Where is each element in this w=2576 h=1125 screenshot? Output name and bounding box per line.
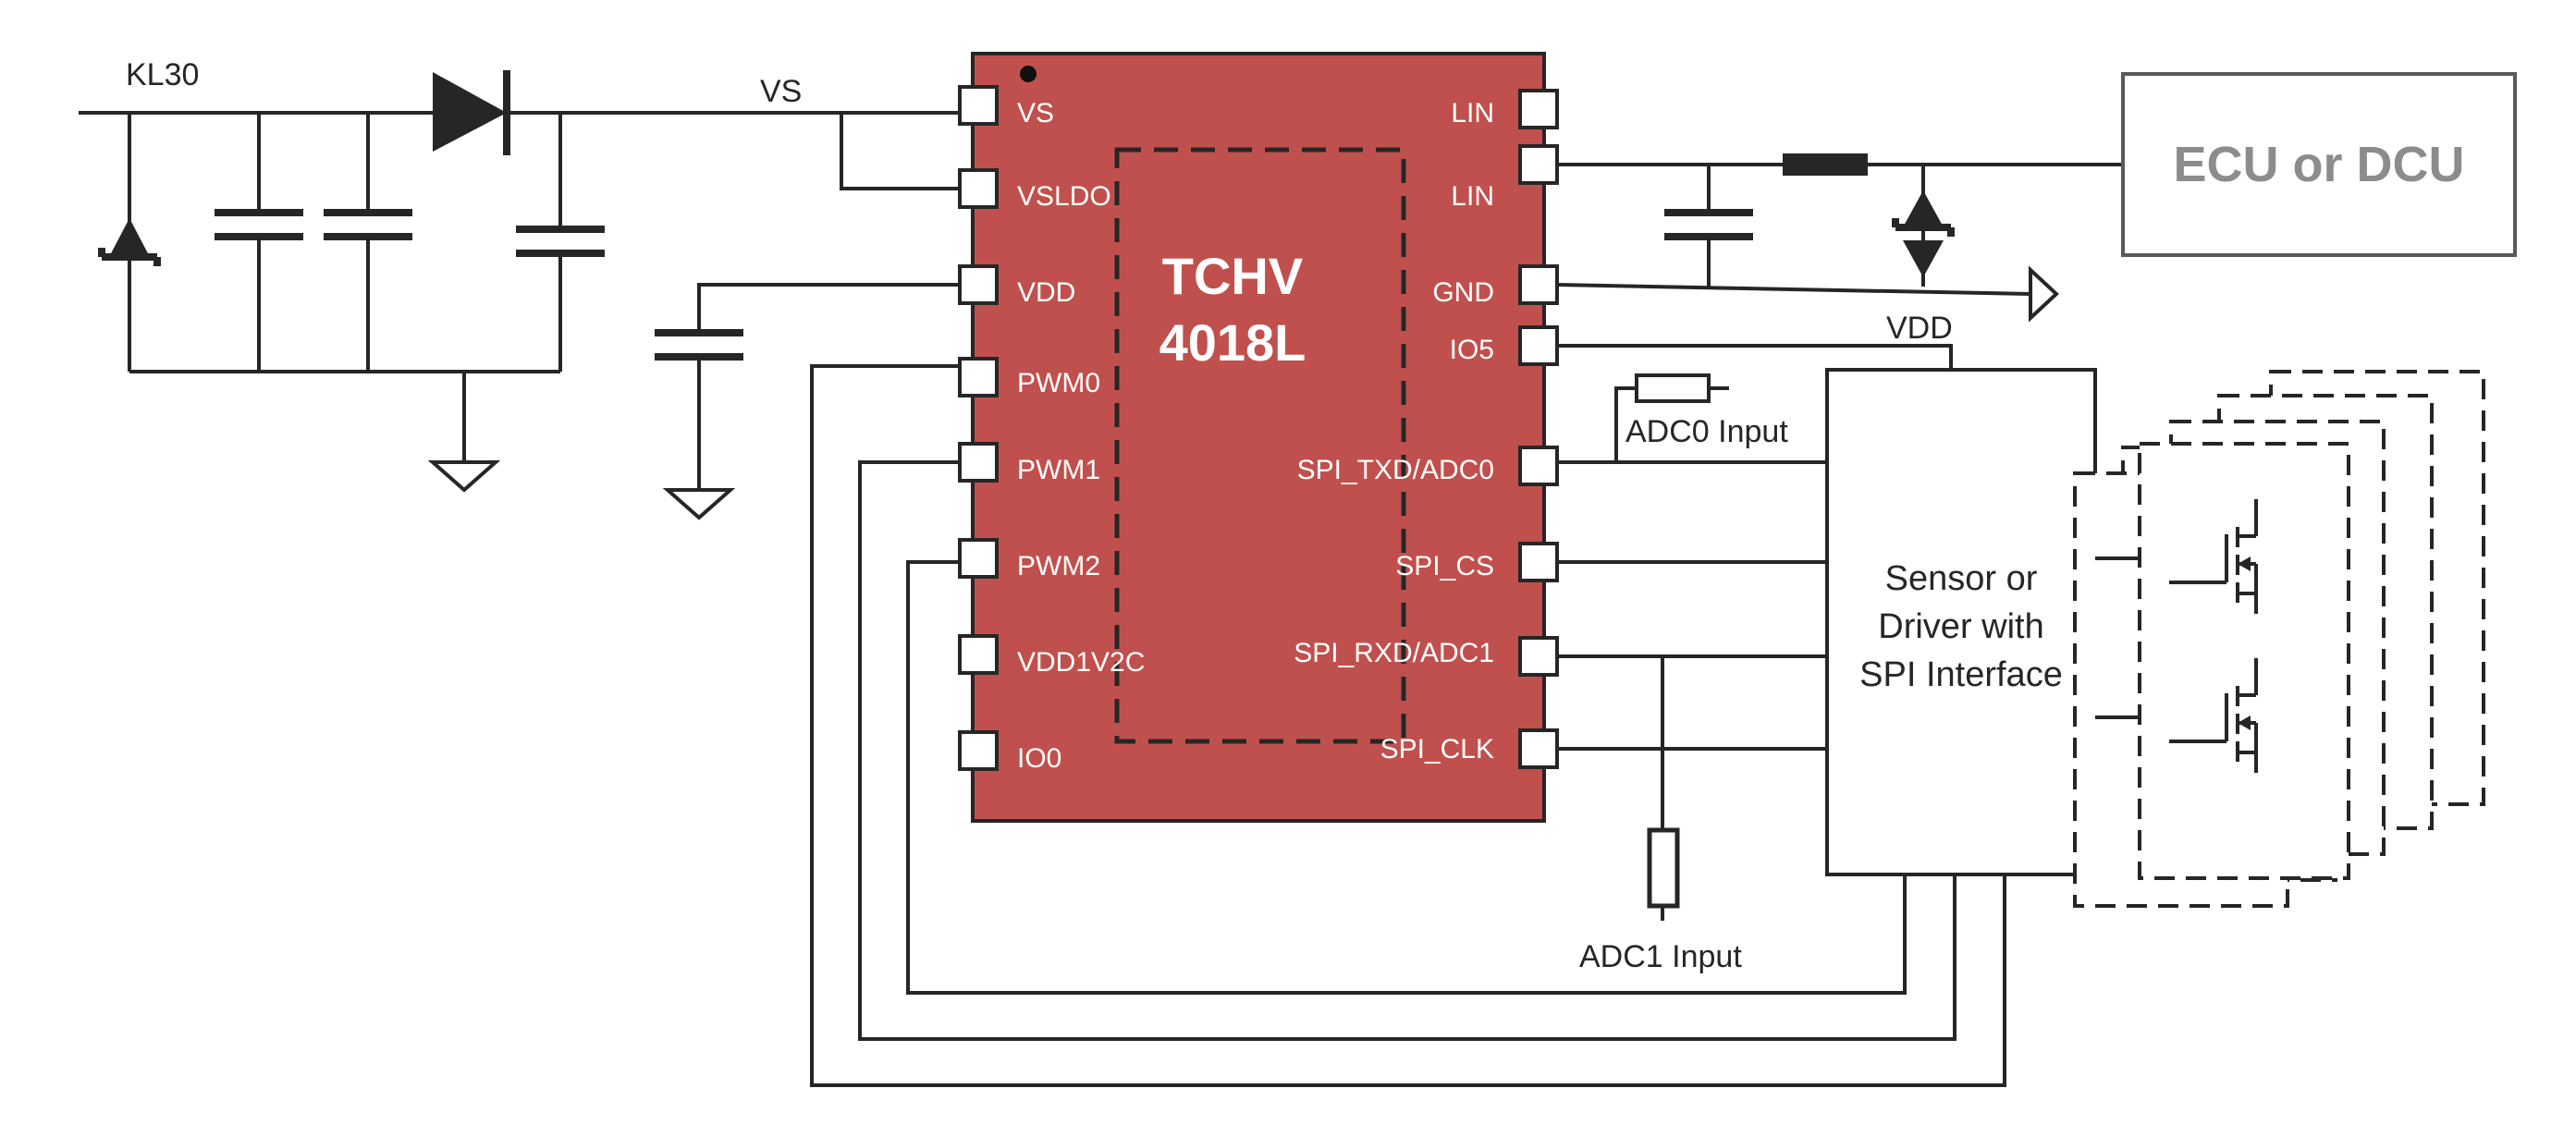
pin-label: PWM1 — [1017, 455, 1100, 485]
ground-symbol — [427, 372, 501, 493]
driver-card-front — [2138, 442, 2350, 880]
pin-label: IO5 — [1450, 335, 1494, 365]
pin-label: GND — [1432, 277, 1494, 308]
pin-label: VSLDO — [1017, 181, 1111, 212]
pin-label: VDD1V2C — [1017, 647, 1145, 678]
chip-title-line2: 4018L — [1159, 313, 1306, 372]
pwm1-wire — [858, 460, 1957, 1041]
pin-vdd — [958, 264, 999, 305]
pin-io0 — [958, 730, 999, 771]
ecu-label: ECU or DCU — [2173, 137, 2464, 192]
tvs-diode — [98, 113, 161, 372]
supply-network: KL30 VS — [79, 57, 962, 520]
chip-body — [971, 52, 1546, 823]
pin-label: PWM2 — [1017, 551, 1100, 581]
pin-label: PWM0 — [1017, 368, 1100, 398]
adc0-resistor — [1635, 373, 1711, 403]
pin-spi-rxd-adc1 — [1518, 636, 1559, 677]
pin-lin-2 — [1518, 144, 1559, 185]
adc1-label: ADC1 Input — [1579, 939, 1742, 974]
pin-vsldo — [958, 168, 999, 209]
pwm2-wire — [906, 560, 1907, 995]
diode — [433, 70, 510, 155]
sensor-label-line1: Sensor or — [1885, 559, 2038, 598]
driver-stack — [2073, 370, 2485, 908]
pwm0-wire — [810, 364, 2006, 1087]
pin-pwm0 — [958, 357, 999, 397]
sensor-network: VDD ADC0 Input ADC1 Input Sensor or Driv… — [810, 311, 2097, 1087]
capacitor — [516, 113, 605, 372]
kl30-label: KL30 — [126, 57, 199, 92]
pin-gnd — [1518, 264, 1559, 305]
mosfet — [2169, 499, 2258, 614]
pin-label: SPI_CLK — [1380, 734, 1494, 764]
mosfet — [2169, 658, 2258, 773]
pin-label: SPI_TXD/ADC0 — [1297, 455, 1494, 485]
pin-io5 — [1518, 325, 1559, 366]
adc0-label: ADC0 Input — [1625, 414, 1788, 449]
pin-label: LIN — [1451, 181, 1494, 212]
vs-label: VS — [760, 74, 802, 109]
ecu-box: ECU or DCU — [2121, 72, 2517, 257]
pin-spi-txd-adc0 — [1518, 446, 1559, 486]
vdd-capacitor — [655, 283, 962, 520]
vdd-label: VDD — [1886, 311, 1953, 346]
sensor-label-line3: SPI Interface — [1859, 655, 2063, 694]
adc1-resistor — [1647, 827, 1680, 909]
lin-inductor — [1783, 153, 1868, 176]
ground-symbol — [2029, 265, 2059, 323]
sensor-label-line2: Driver with — [1878, 607, 2043, 646]
pin-label: LIN — [1451, 98, 1494, 128]
pin-pwm2 — [958, 538, 999, 579]
capacitor — [215, 113, 303, 372]
pin-label: VS — [1017, 98, 1054, 128]
pin-label: SPI_CS — [1395, 551, 1494, 581]
pin-vdd1v2c — [958, 634, 999, 675]
pin-spi-clk — [1518, 728, 1559, 769]
pin-lin-1 — [1518, 89, 1559, 129]
pin1-marker — [1020, 66, 1037, 82]
tchv4018l-chip: TCHV 4018L VS VSLDO VDD PWM0 PWM1 PWM2 V… — [958, 52, 1559, 823]
capacitor — [324, 113, 412, 372]
pin-vs — [958, 85, 999, 126]
chip-title-line1: TCHV — [1162, 247, 1303, 305]
pin-spi-cs — [1518, 542, 1559, 582]
pin-label: IO0 — [1017, 743, 1061, 774]
chip-core-outline — [1114, 147, 1406, 744]
lin-network — [1556, 153, 2123, 323]
pin-label: SPI_RXD/ADC1 — [1294, 638, 1494, 668]
pin-pwm1 — [958, 442, 999, 483]
pin-label: VDD — [1017, 277, 1075, 308]
